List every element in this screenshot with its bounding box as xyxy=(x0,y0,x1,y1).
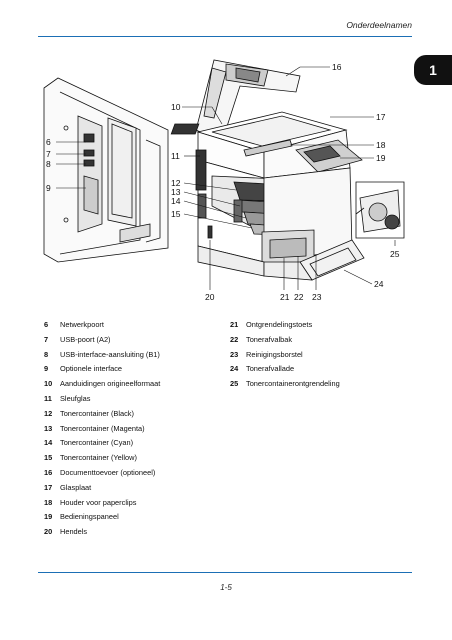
legend-item: 17 Glasplaat xyxy=(44,481,224,496)
callout-12: 12 xyxy=(171,178,181,188)
legend-label: Tonerafvallade xyxy=(246,364,295,374)
legend-number: 18 xyxy=(44,497,53,507)
legend-item: 25 Tonercontainerontgrendeling xyxy=(230,377,410,392)
legend-number: 20 xyxy=(44,527,53,537)
page-header-title: Onderdeelnamen xyxy=(346,20,412,30)
legend-label: Tonercontainerontgrendeling xyxy=(246,379,340,389)
legend-label: USB-poort (A2) xyxy=(60,334,111,344)
callout-11: 11 xyxy=(171,151,180,161)
legend-number: 11 xyxy=(44,393,52,403)
legend-item: 22 Tonerafvalbak xyxy=(230,333,410,348)
legend-item: 23 Reinigingsborstel xyxy=(230,348,410,363)
legend-number: 13 xyxy=(44,423,53,433)
legend-label: Netwerkpoort xyxy=(60,320,104,329)
callout-25: 25 xyxy=(390,249,400,259)
legend-item: 18 Houder voor paperclips xyxy=(44,496,224,511)
callout-8: 8 xyxy=(46,159,51,169)
legend-item: 14 Tonercontainer (Cyan) xyxy=(44,436,224,451)
legend-item: 20 Hendels xyxy=(44,525,224,540)
legend-label: Glasplaat xyxy=(60,482,92,492)
legend-right-column: 21 Ontgrendelingstoets 22 Tonerafvalbak 23… xyxy=(230,318,410,392)
legend-number: 25 xyxy=(230,379,239,389)
callout-9: 9 xyxy=(46,183,51,193)
legend-item: 11 Sleufglas xyxy=(44,392,224,407)
legend-number: 6 xyxy=(44,320,49,329)
callout-17: 17 xyxy=(376,112,386,122)
legend-label: USB-interface-aansluiting (B1) xyxy=(60,349,160,359)
footer-rule xyxy=(38,572,412,573)
legend-item: 7 USB-poort (A2) xyxy=(44,333,224,348)
callout-14: 14 xyxy=(171,196,181,206)
legend-label: Ontgrendelingstoets xyxy=(246,320,313,329)
legend-label: Tonercontainer (Magenta) xyxy=(60,423,145,433)
legend-number: 7 xyxy=(44,334,49,344)
legend-label: Houder voor paperclips xyxy=(60,497,137,507)
legend-item: 24 Tonerafvallade xyxy=(230,362,410,377)
legend-item: 15 Tonercontainer (Yellow) xyxy=(44,451,224,466)
legend-item: 8 USB-interface-aansluiting (B1) xyxy=(44,348,224,363)
legend-item: 6 Netwerkpoort xyxy=(44,318,224,333)
printer-figure: 6 7 8 9 10 11 12 13 14 15 16 17 18 19 20… xyxy=(43,59,405,302)
legend-item: 16 Documenttoevoer (optioneel) xyxy=(44,466,224,481)
legend-number: 14 xyxy=(44,438,53,448)
callout-13: 13 xyxy=(171,187,181,197)
header-rule xyxy=(38,36,412,37)
legend-left-column: 6 Netwerkpoort 7 USB-poort (A2) 8 USB-inter… xyxy=(44,318,224,540)
legend-item: 21 Ontgrendelingstoets xyxy=(230,318,410,333)
callout-18: 18 xyxy=(376,140,386,150)
legend-label: Tonercontainer (Black) xyxy=(60,408,134,418)
legend-label: Hendels xyxy=(60,527,88,537)
legend-label: Aanduidingen origineelformaat xyxy=(60,379,161,389)
legend-number: 21 xyxy=(230,320,239,329)
legend-number: 23 xyxy=(230,349,239,359)
legend-number: 19 xyxy=(44,512,53,522)
page-number: 1-5 xyxy=(220,583,232,592)
legend-label: Tonercontainer (Cyan) xyxy=(60,438,134,448)
printer-body xyxy=(170,59,405,281)
legend-number: 10 xyxy=(44,379,53,389)
legend-item: 12 Tonercontainer (Black) xyxy=(44,407,224,422)
legend-number: 17 xyxy=(44,482,53,492)
legend-number: 9 xyxy=(44,364,49,374)
callout-16: 16 xyxy=(332,62,342,72)
callout-21: 21 xyxy=(280,292,290,302)
callout-7: 7 xyxy=(46,149,51,159)
legend-number: 24 xyxy=(230,364,239,374)
legend-label: Documenttoevoer (optioneel) xyxy=(60,467,156,477)
legend-number: 12 xyxy=(44,408,53,418)
legend-label: Sleufglas xyxy=(60,393,91,403)
legend-label: Optionele interface xyxy=(60,364,123,374)
callout-22: 22 xyxy=(294,292,304,302)
legend-number: 16 xyxy=(44,467,53,477)
legend-number: 8 xyxy=(44,349,49,359)
callout-6: 6 xyxy=(46,137,51,147)
callout-10: 10 xyxy=(171,102,181,112)
legend-label: Reinigingsborstel xyxy=(246,349,303,359)
callout-20: 20 xyxy=(205,292,215,302)
callout-15: 15 xyxy=(171,209,181,219)
callout-19: 19 xyxy=(376,153,386,163)
chapter-tab[interactable]: 1 xyxy=(414,55,452,85)
callout-23: 23 xyxy=(312,292,322,302)
legend-item: 19 Bedieningspaneel xyxy=(44,510,224,525)
callout-24: 24 xyxy=(374,279,384,289)
legend-item: 10 Aanduidingen origineelformaat xyxy=(44,377,224,392)
legend-label: Tonercontainer (Yellow) xyxy=(60,453,137,463)
chapter-tab-label: 1 xyxy=(429,62,437,78)
rear-panel-inset xyxy=(43,77,169,263)
leader-lines xyxy=(56,66,396,290)
legend-item: 13 Tonercontainer (Magenta) xyxy=(44,422,224,437)
legend-number: 22 xyxy=(230,334,239,344)
legend-label: Tonerafvalbak xyxy=(246,334,293,344)
legend-item: 9 Optionele interface xyxy=(44,362,224,377)
legend-number: 15 xyxy=(44,453,53,463)
legend-label: Bedieningspaneel xyxy=(60,512,119,522)
